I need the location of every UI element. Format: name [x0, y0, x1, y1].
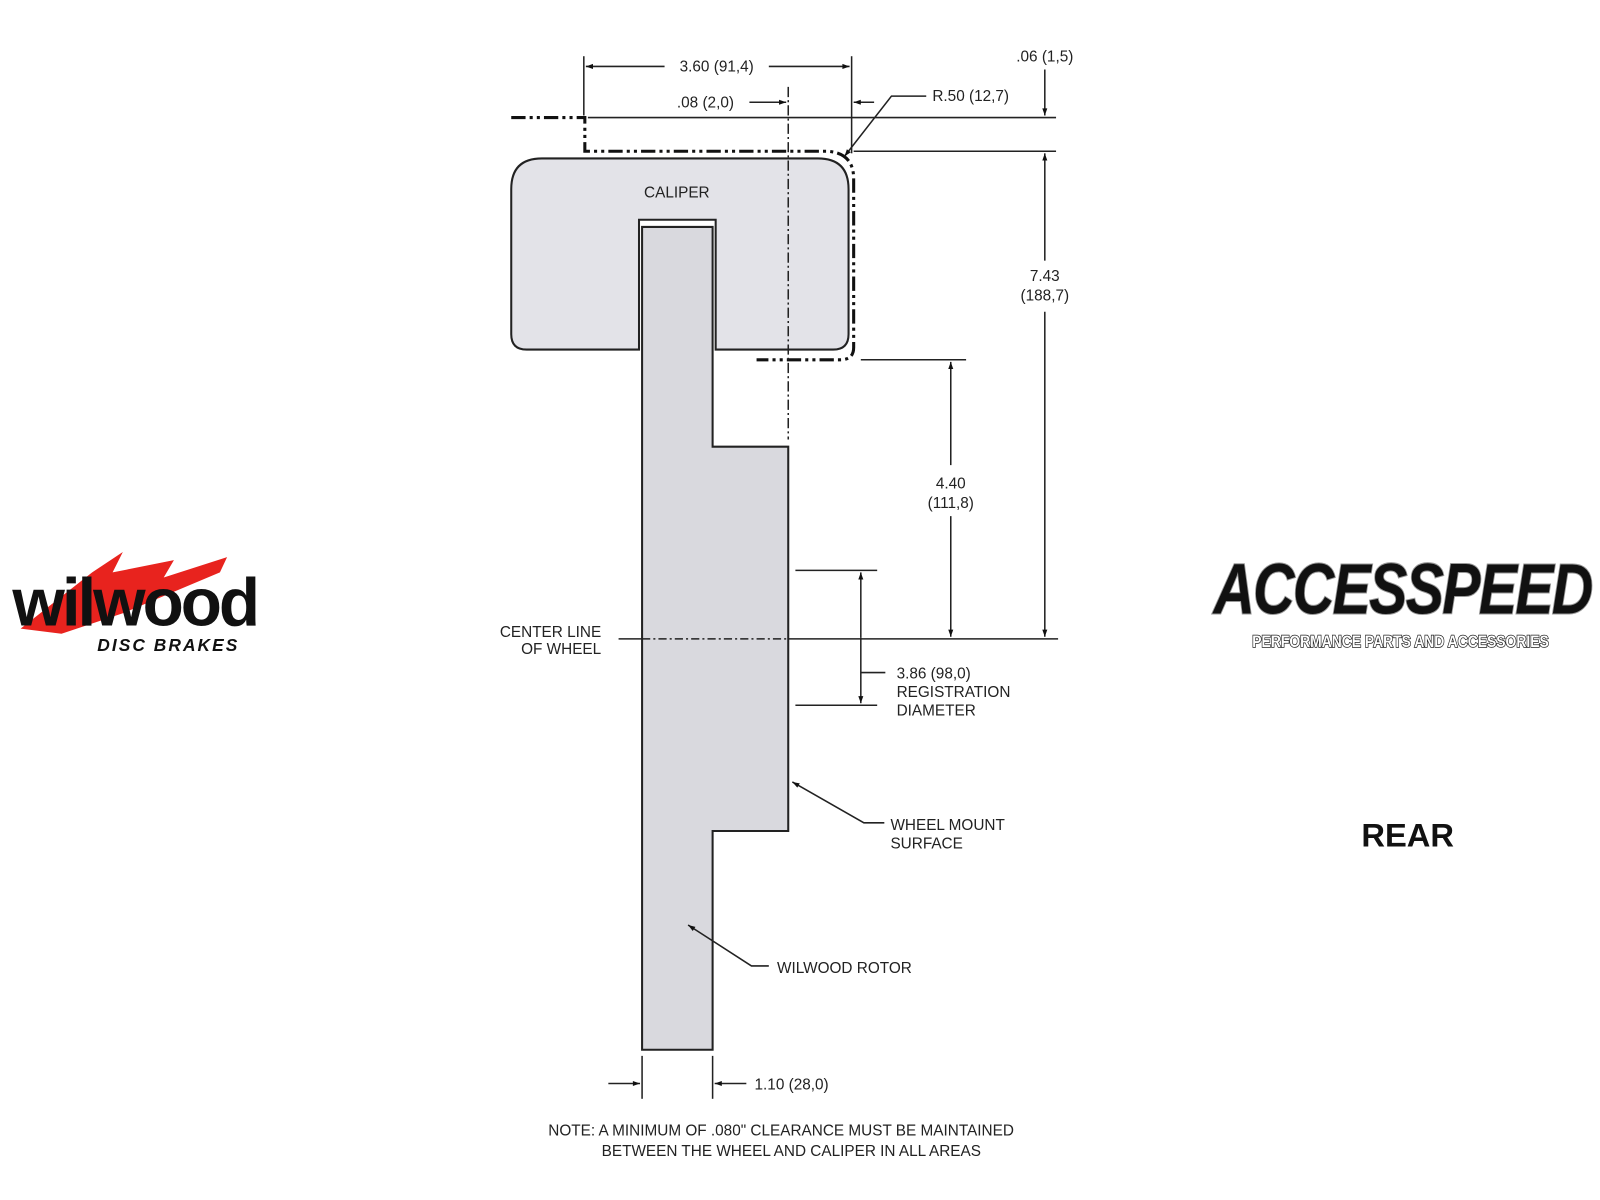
center-line-label-1: CENTER LINE — [500, 624, 601, 641]
dim-height-440-mm: (111,8) — [928, 495, 974, 512]
accesspeed-subtitle: PERFORMANCE PARTS AND ACCESSORIES — [1252, 633, 1549, 651]
rotor-label: WILWOOD ROTOR — [777, 960, 912, 977]
wilwood-logo: wilwood DISC BRAKES — [11, 551, 260, 655]
center-line-label-2: OF WHEEL — [521, 641, 602, 658]
registration-label-1: 3.86 (98,0) — [897, 666, 971, 683]
wheel-mount-label-2: SURFACE — [890, 835, 962, 852]
wilwood-wordmark: wilwood — [11, 566, 257, 641]
caliper-label: CALIPER — [644, 184, 710, 201]
view-title: REAR — [1361, 816, 1454, 853]
note-line-2: BETWEEN THE WHEEL AND CALIPER IN ALL ARE… — [602, 1143, 981, 1160]
note-line-1: NOTE: A MINIMUM OF .080" CLEARANCE MUST … — [548, 1123, 1014, 1140]
dim-thickness-label: 1.10 (28,0) — [755, 1077, 829, 1094]
registration-label-2: REGISTRATION — [897, 684, 1011, 701]
dim-width-label: 3.60 (91,4) — [680, 59, 754, 76]
wheel-envelope-outline — [511, 116, 1057, 362]
accesspeed-logo: ACCESSPEED PERFORMANCE PARTS AND ACCESSO… — [1211, 548, 1595, 652]
dim-clearance-label: .06 (1,5) — [1016, 48, 1073, 65]
dim-radius-label: R.50 (12,7) — [932, 88, 1009, 105]
dim-height-743-in: 7.43 — [1030, 268, 1060, 285]
dim-height-440-in: 4.40 — [936, 476, 966, 493]
wilwood-subtitle: DISC BRAKES — [97, 635, 239, 655]
caliper-shape — [510, 157, 850, 351]
dim-height-743-mm: (188,7) — [1021, 288, 1070, 305]
registration-label-3: DIAMETER — [897, 703, 976, 720]
dim-offset-label: .08 (2,0) — [677, 94, 734, 111]
accesspeed-wordmark: ACCESSPEED — [1212, 549, 1592, 629]
wheel-mount-label-1: WHEEL MOUNT — [890, 817, 1005, 834]
